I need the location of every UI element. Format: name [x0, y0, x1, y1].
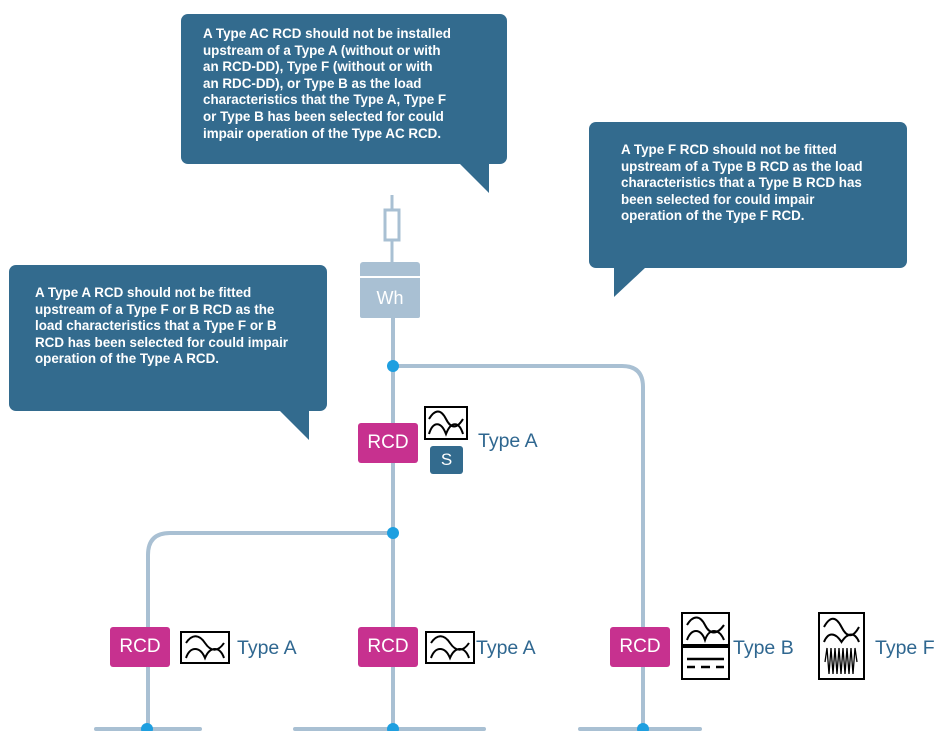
type-label: Type A [237, 637, 297, 659]
callout-line: A Type A RCD should not be fitted [35, 285, 252, 300]
callout-line: load characteristics that a Type F or B [35, 318, 277, 334]
junction-dot-top [387, 360, 399, 372]
callout-line: characteristics that the Type A, Type F [203, 92, 447, 108]
branch-right-line [391, 364, 645, 731]
callout-line: upstream of a Type A (without or with [203, 42, 441, 58]
callout-type-a: A Type A RCD should not be fitted upstre… [9, 265, 327, 411]
callout-line: operation of the Type A RCD. [35, 351, 219, 367]
left-rcd: RCD [110, 627, 170, 667]
ac-pulsating-wave-icon [424, 406, 468, 440]
callout-line: impair operation of the Type AC RCD. [203, 125, 442, 141]
callout-line: upstream of a Type B RCD as the load [621, 158, 863, 174]
callout-line: A Type AC RCD should not be installed [203, 26, 451, 41]
callout-line: an RCD-DD), Type F (without or with [203, 59, 433, 75]
meter-cap [360, 262, 420, 276]
selective-badge: S [430, 446, 463, 474]
junction-dot-center [387, 723, 399, 731]
meter-label: Wh [360, 278, 420, 318]
main-rcd: RCD [358, 423, 418, 463]
ac-pulsating-wave-icon [180, 631, 230, 664]
callout-line: upstream of a Type F or B RCD as the [35, 301, 275, 317]
energy-meter: Wh [360, 262, 420, 318]
junction-dot-mid [387, 527, 399, 539]
callout-line: an RDC-DD), or Type B as the load [203, 75, 422, 91]
fuse-symbol [383, 195, 401, 262]
center-rcd: RCD [358, 627, 418, 667]
callout-tail [279, 410, 309, 440]
callout-line: A Type F RCD should not be fitted [621, 142, 837, 157]
branch-left-line [146, 531, 395, 731]
right-rcd: RCD [610, 627, 670, 667]
callout-line: operation of the Type F RCD. [621, 208, 805, 224]
callout-tail [614, 267, 646, 297]
callout-line: been selected for could impair [621, 191, 815, 207]
type-label: Type F [875, 637, 935, 659]
type-f-multifrequency-icon [818, 612, 865, 680]
callout-line: or Type B has been selected for could [203, 108, 444, 124]
callout-line: characteristics that a Type B RCD has [621, 175, 862, 191]
type-b-ac-dc-icon [681, 612, 730, 680]
callout-line: RCD has been selected for could impair [35, 334, 288, 350]
junction-dot-left [141, 723, 153, 731]
junction-dot-right [637, 723, 649, 731]
callout-type-f: A Type F RCD should not be fitted upstre… [589, 122, 907, 268]
type-label: Type A [478, 430, 538, 452]
callout-tail [459, 163, 489, 193]
ac-pulsating-wave-icon [425, 631, 475, 664]
type-label: Type A [476, 637, 536, 659]
callout-type-ac: A Type AC RCD should not be installed up… [181, 14, 507, 164]
type-label: Type B [733, 637, 794, 659]
